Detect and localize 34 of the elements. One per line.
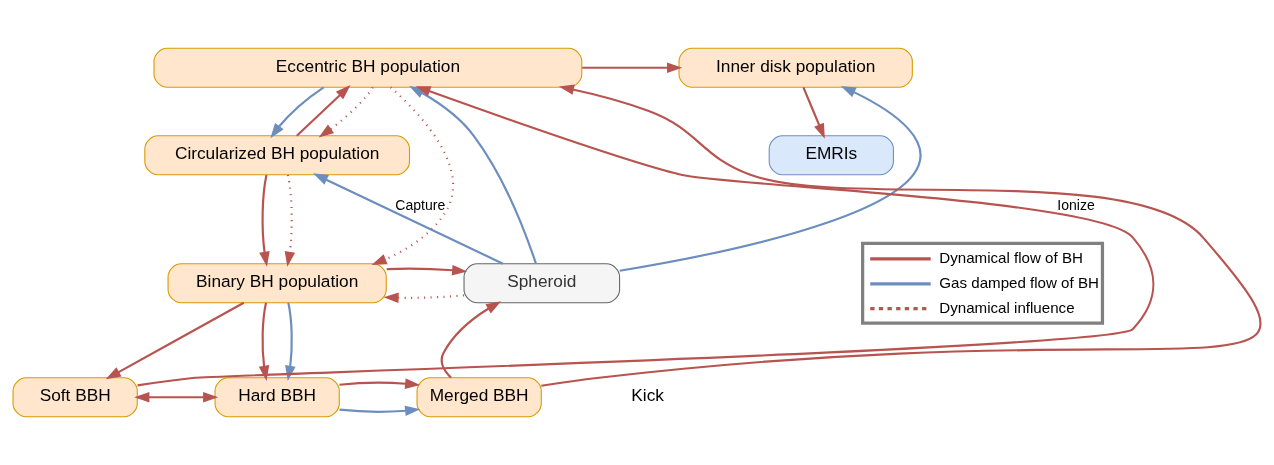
arrow [339,405,421,417]
arrow [383,292,465,304]
node-box: Eccentric BH population [153,47,583,88]
arrow [541,84,1260,387]
node-box: Merged BBH [416,377,542,418]
arrow [284,174,296,267]
arrow [318,86,374,138]
legend-label: Dynamical flow of BH [939,248,1083,266]
node-box: Spheroid [463,263,621,304]
arrow [619,85,922,272]
label: Kick [631,385,664,406]
node-box: Hard BBH [214,377,340,418]
arrow [802,86,825,139]
arrow [312,173,504,265]
edge-label: Capture [395,196,446,213]
edge-label: Ionize [1057,196,1095,213]
node-box: EMRIs [768,135,894,176]
arrow [134,391,219,403]
arrow [386,264,468,276]
arrow [259,174,270,267]
arrow [285,302,296,381]
arrow [258,302,270,381]
node-box: Soft BBH [12,377,138,418]
arrow [296,85,351,137]
node-box: Circularized BH population [144,135,411,176]
node-box: Binary BH population [167,263,387,304]
legend-label: Dynamical influence [939,298,1075,316]
node-box: Inner disk population [678,47,913,88]
arrow [440,301,502,379]
legend-label: Gas damped flow of BH [939,273,1099,291]
arrow [105,301,245,380]
arrow [339,378,421,389]
arrow [582,62,683,74]
arrow [270,86,325,139]
